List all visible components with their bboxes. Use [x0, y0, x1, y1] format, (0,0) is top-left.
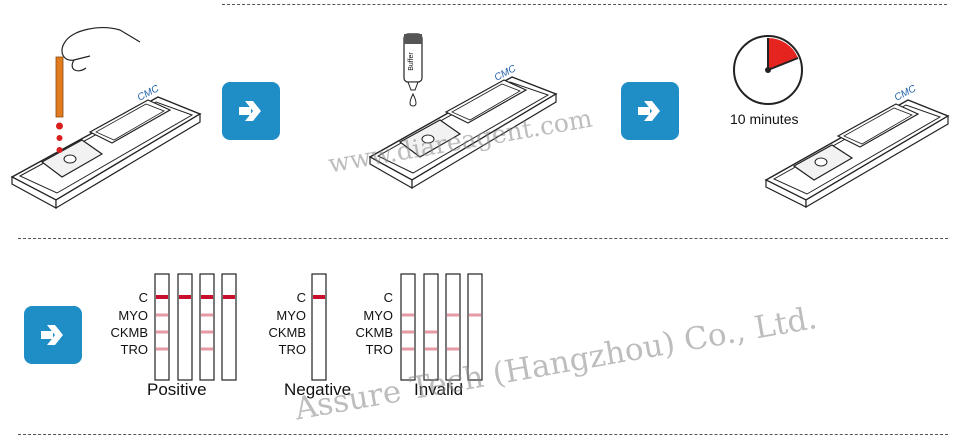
next-step-arrow-1 [222, 82, 280, 140]
timer-clock-icon [733, 35, 950, 209]
label-c: C [383, 290, 393, 305]
arrow-right-icon [41, 325, 63, 345]
label-tro: TRO [365, 342, 393, 357]
strip-line-tro [402, 347, 414, 351]
test-strip [400, 273, 416, 381]
strip-line-c [156, 295, 168, 299]
strip-line-c [179, 295, 191, 299]
label-c: C [296, 290, 306, 305]
bottom-separator [18, 434, 948, 435]
negative-caption: Negative [284, 380, 352, 399]
label-ckmb: CKMB [110, 325, 148, 340]
strip-line-c [223, 295, 235, 299]
label-myo: MYO [363, 308, 393, 323]
next-step-arrow-3 [24, 306, 82, 364]
step2-panel: Buffer CMC [362, 32, 562, 202]
test-strip [221, 273, 237, 381]
label-myo: MYO [118, 308, 148, 323]
label-tro: TRO [278, 342, 306, 357]
strip-line-c [313, 295, 325, 299]
strip-line-tro [156, 347, 168, 351]
label-ckmb: CKMB [268, 325, 306, 340]
strip-line-myo [201, 313, 213, 317]
strip-line-tro [201, 347, 213, 351]
buffer-dropper-icon [368, 33, 558, 190]
strip-line-tro [425, 347, 437, 351]
test-strip [467, 273, 483, 381]
strip-line-ckmb [425, 330, 437, 334]
strip-line-myo [447, 313, 459, 317]
top-separator [222, 4, 947, 5]
test-strip [154, 273, 170, 381]
positive-caption: Positive [147, 380, 207, 399]
label-tro: TRO [120, 342, 148, 357]
next-step-arrow-2 [621, 82, 679, 140]
step3-panel: CMC [726, 28, 951, 209]
strip-line-c [201, 295, 213, 299]
strip-line-myo [469, 313, 481, 317]
timer-label: 10 minutes [730, 111, 799, 127]
test-strip [423, 273, 439, 381]
label-c: C [138, 290, 148, 305]
test-strip [445, 273, 461, 381]
hand-with-pipette-icon [10, 27, 202, 210]
strip-line-ckmb [156, 330, 168, 334]
invalid-caption: Invalid [414, 380, 464, 399]
arrow-right-icon [638, 101, 660, 121]
middle-separator [18, 238, 948, 239]
test-strip [311, 273, 327, 381]
label-myo: MYO [276, 308, 306, 323]
test-strip [199, 273, 215, 381]
strip-line-myo [156, 313, 168, 317]
label-ckmb: CKMB [355, 325, 393, 340]
strip-line-ckmb [201, 330, 213, 334]
arrow-right-icon [239, 101, 261, 121]
step1-panel: CMC [10, 22, 210, 212]
strip-line-ckmb [402, 330, 414, 334]
strip-line-tro [447, 347, 459, 351]
strip-line-myo [402, 313, 414, 317]
test-strip [177, 273, 193, 381]
